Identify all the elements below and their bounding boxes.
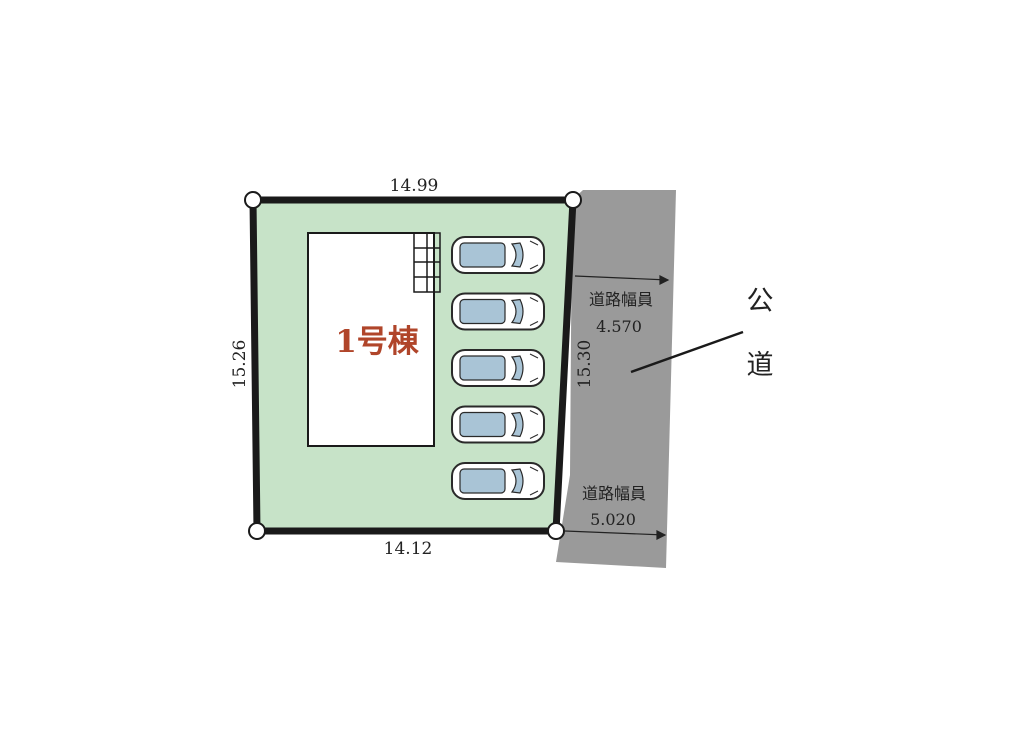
building-footprint [307, 232, 435, 447]
road-width-upper-value: 4.570 [596, 317, 642, 336]
public-road-char-2: 道 [747, 350, 774, 381]
road-width-lower-title: 道路幅員 [582, 484, 646, 503]
building-label: 1号棟 [335, 324, 420, 360]
balcony-grid [413, 232, 441, 293]
parked-car [451, 236, 545, 274]
parked-car [451, 405, 545, 444]
corner-marker-bottom-right [547, 522, 565, 540]
road-width-arrow-lower [564, 530, 667, 540]
road-area [556, 190, 676, 568]
public-road-leader-line [630, 330, 744, 374]
corner-marker-bottom-left [248, 522, 266, 540]
road-width-lower-value: 5.020 [590, 510, 636, 529]
parked-car [451, 462, 545, 500]
parked-car [451, 349, 545, 387]
corner-marker-top-right [564, 191, 582, 209]
dimension-top: 14.99 [390, 176, 439, 196]
public-road-char-1: 公 [747, 286, 774, 317]
road-width-arrow-upper [574, 275, 670, 285]
parking-cars [451, 236, 545, 500]
dimension-bottom: 14.12 [384, 539, 433, 559]
corner-marker-top-left [244, 191, 262, 209]
dimension-left: 15.26 [230, 340, 250, 389]
parked-car [451, 292, 545, 331]
road-width-upper-title: 道路幅員 [589, 290, 653, 309]
dimension-right: 15.30 [575, 340, 595, 389]
